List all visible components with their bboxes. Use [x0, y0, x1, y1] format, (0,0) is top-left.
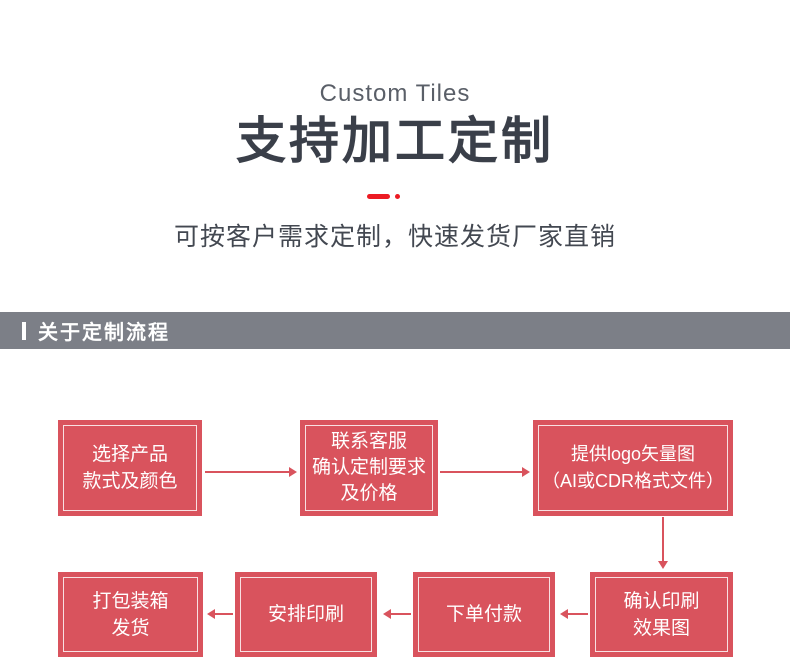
flow-step-choose-product: 选择产品 款式及颜色	[58, 420, 202, 516]
divider-dash	[367, 194, 390, 199]
flow-step-line: 确认定制要求	[311, 457, 426, 478]
eyebrow-text: Custom Tiles	[319, 80, 471, 107]
flow-step-line: 款式及颜色	[82, 471, 178, 492]
flow-step-line: 确认印刷	[623, 590, 700, 612]
flow-step-pack-ship: 打包装箱 发货	[58, 572, 203, 657]
flow-step-line: 打包装箱	[92, 590, 169, 612]
flow-step-line: 下单付款	[445, 604, 522, 625]
flow-step-confirm-proof: 确认印刷 效果图	[590, 572, 733, 657]
section-title: 关于定制流程	[38, 322, 170, 344]
flow-step-line: 选择产品	[91, 444, 168, 465]
section-header-bar: 关于定制流程	[0, 312, 790, 349]
arrow-left-step5-to-step6	[383, 609, 411, 619]
flow-step-provide-logo: 提供logo矢量图 （AI或CDR格式文件）	[533, 420, 733, 516]
flow-step-line: （AI或CDR格式文件）	[541, 471, 724, 491]
divider-dot	[395, 194, 400, 199]
flow-step-line: 及价格	[340, 483, 398, 504]
flow-step-contact-service: 联系客服 确认定制要求 及价格	[300, 420, 438, 516]
arrow-right-step1-to-step2	[205, 467, 297, 477]
flow-step-line: 效果图	[632, 617, 690, 639]
arrow-right-step2-to-step3	[440, 467, 530, 477]
flow-step-place-order-pay: 下单付款	[413, 572, 555, 657]
page-title: 支持加工定制	[236, 113, 554, 169]
flow-step-arrange-printing: 安排印刷	[235, 572, 377, 657]
hero-subtitle: 可按客户需求定制，快速发货厂家直销	[173, 223, 616, 251]
flow-step-line: 发货	[111, 617, 150, 639]
title-divider	[367, 194, 400, 199]
arrow-down-step3-to-step4	[658, 517, 668, 569]
section-marker-bar	[22, 321, 26, 340]
flow-step-line: 安排印刷	[267, 604, 344, 625]
arrow-left-step6-to-step7	[207, 609, 233, 619]
flow-step-line: 联系客服	[330, 431, 407, 452]
arrow-left-step4-to-step5	[560, 609, 588, 619]
flow-step-line: 提供logo矢量图	[570, 444, 696, 464]
